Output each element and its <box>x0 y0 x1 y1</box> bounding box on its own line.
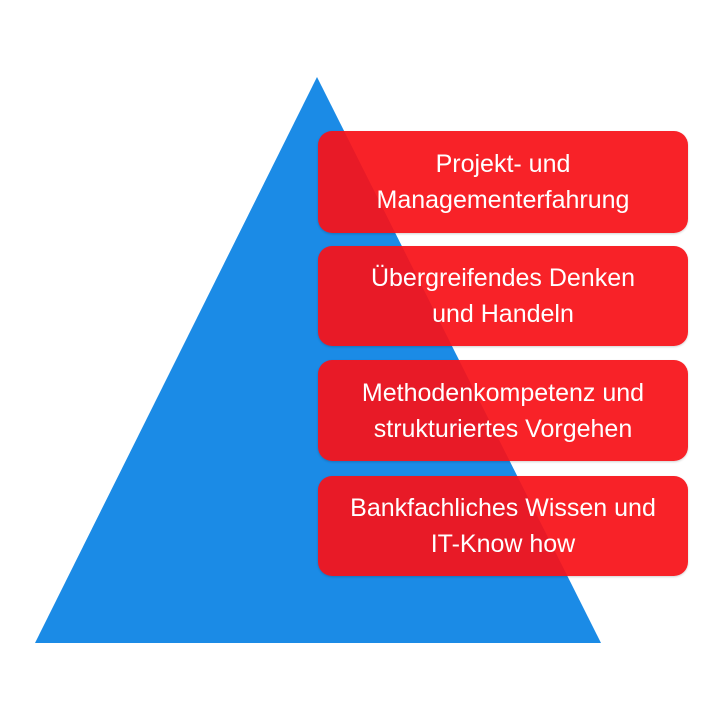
competency-label-line: Bankfachliches Wissen und <box>350 494 656 522</box>
competency-label-line: IT-Know how <box>430 530 576 558</box>
competency-box-banking-it-knowledge: Bankfachliches Wissen und IT-Know how <box>318 476 688 576</box>
competency-label: Projekt- und Managementerfahrung <box>377 146 630 218</box>
competency-label: Übergreifendes Denken und Handeln <box>371 260 635 332</box>
competency-box-cross-functional-thinking: Übergreifendes Denken und Handeln <box>318 246 688 346</box>
competency-label-line: und Handeln <box>432 300 574 328</box>
competency-label: Methodenkompetenz und strukturiertes Vor… <box>362 375 644 447</box>
competency-label-line: Managementerfahrung <box>376 186 630 214</box>
competency-box-methodology: Methodenkompetenz und strukturiertes Vor… <box>318 360 688 461</box>
competency-label-line: Übergreifendes Denken <box>370 264 636 292</box>
competency-label: Bankfachliches Wissen und IT-Know how <box>350 490 656 562</box>
competency-label-line: strukturiertes Vorgehen <box>373 414 633 443</box>
competency-box-project-management: Projekt- und Managementerfahrung <box>318 131 688 233</box>
competency-label-line: Methodenkompetenz und <box>361 378 645 407</box>
competency-label-line: Projekt- und <box>435 150 571 178</box>
